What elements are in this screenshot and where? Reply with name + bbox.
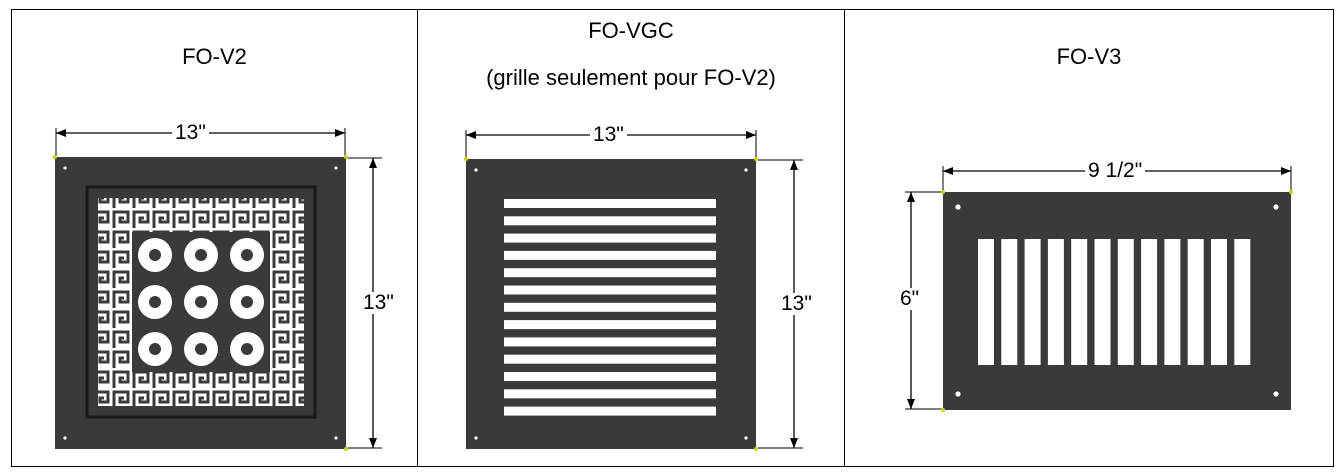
grille-slot xyxy=(1001,239,1018,365)
grille-slot xyxy=(504,268,716,278)
grille-slot xyxy=(504,285,716,295)
product-title: FO-VGC xyxy=(588,18,674,43)
grille-slot xyxy=(504,406,716,416)
grille-slot xyxy=(1141,239,1158,365)
grille-slot xyxy=(504,389,716,399)
cell-fo-vgc: FO-VGC (grille seulement pour FO-V2) 13" xyxy=(418,10,845,466)
grille-slot xyxy=(504,233,716,243)
product-title: FO-V3 xyxy=(1056,44,1122,69)
grille-slot xyxy=(1024,239,1041,365)
width-dimension-label: 9 1/2" xyxy=(1085,160,1146,182)
product-subtitle: (grille seulement pour FO-V2) xyxy=(486,65,776,90)
cell-fo-v2: FO-V2 xyxy=(12,10,418,466)
grille-slot xyxy=(1094,239,1111,365)
grille-slot xyxy=(504,372,716,381)
cell-fo-v3: FO-V3 9 1/2" 6" xyxy=(845,10,1333,466)
vertical-slot-grille-icon xyxy=(905,166,1293,412)
grille-slot xyxy=(504,250,716,260)
width-dimension-label: 13" xyxy=(172,122,209,144)
product-title: FO-V2 xyxy=(182,44,247,69)
grille-slot xyxy=(504,320,716,330)
grille-slot xyxy=(1187,239,1204,365)
grille-slot xyxy=(504,302,716,312)
height-dimension-label: 13" xyxy=(778,293,815,315)
horizontal-slot-grille-icon xyxy=(464,130,803,451)
grille-slot xyxy=(1071,239,1088,365)
grille-slot xyxy=(1164,239,1181,365)
grille-slot xyxy=(504,354,716,364)
grille-slot xyxy=(504,199,716,208)
width-dimension-label: 13" xyxy=(590,124,627,146)
grille-slot xyxy=(1117,239,1134,365)
height-dimension-label: 6" xyxy=(897,288,923,310)
grille-slot xyxy=(504,337,716,347)
grille-slot xyxy=(1211,239,1227,365)
grille-slot xyxy=(1047,239,1064,365)
ornamental-grille-icon xyxy=(53,128,382,451)
height-dimension-label: 13" xyxy=(360,292,397,314)
grille-slot xyxy=(978,239,994,365)
grille-slot xyxy=(504,216,716,226)
grille-slot xyxy=(1234,239,1251,365)
product-table: FO-V2 xyxy=(11,9,1334,467)
